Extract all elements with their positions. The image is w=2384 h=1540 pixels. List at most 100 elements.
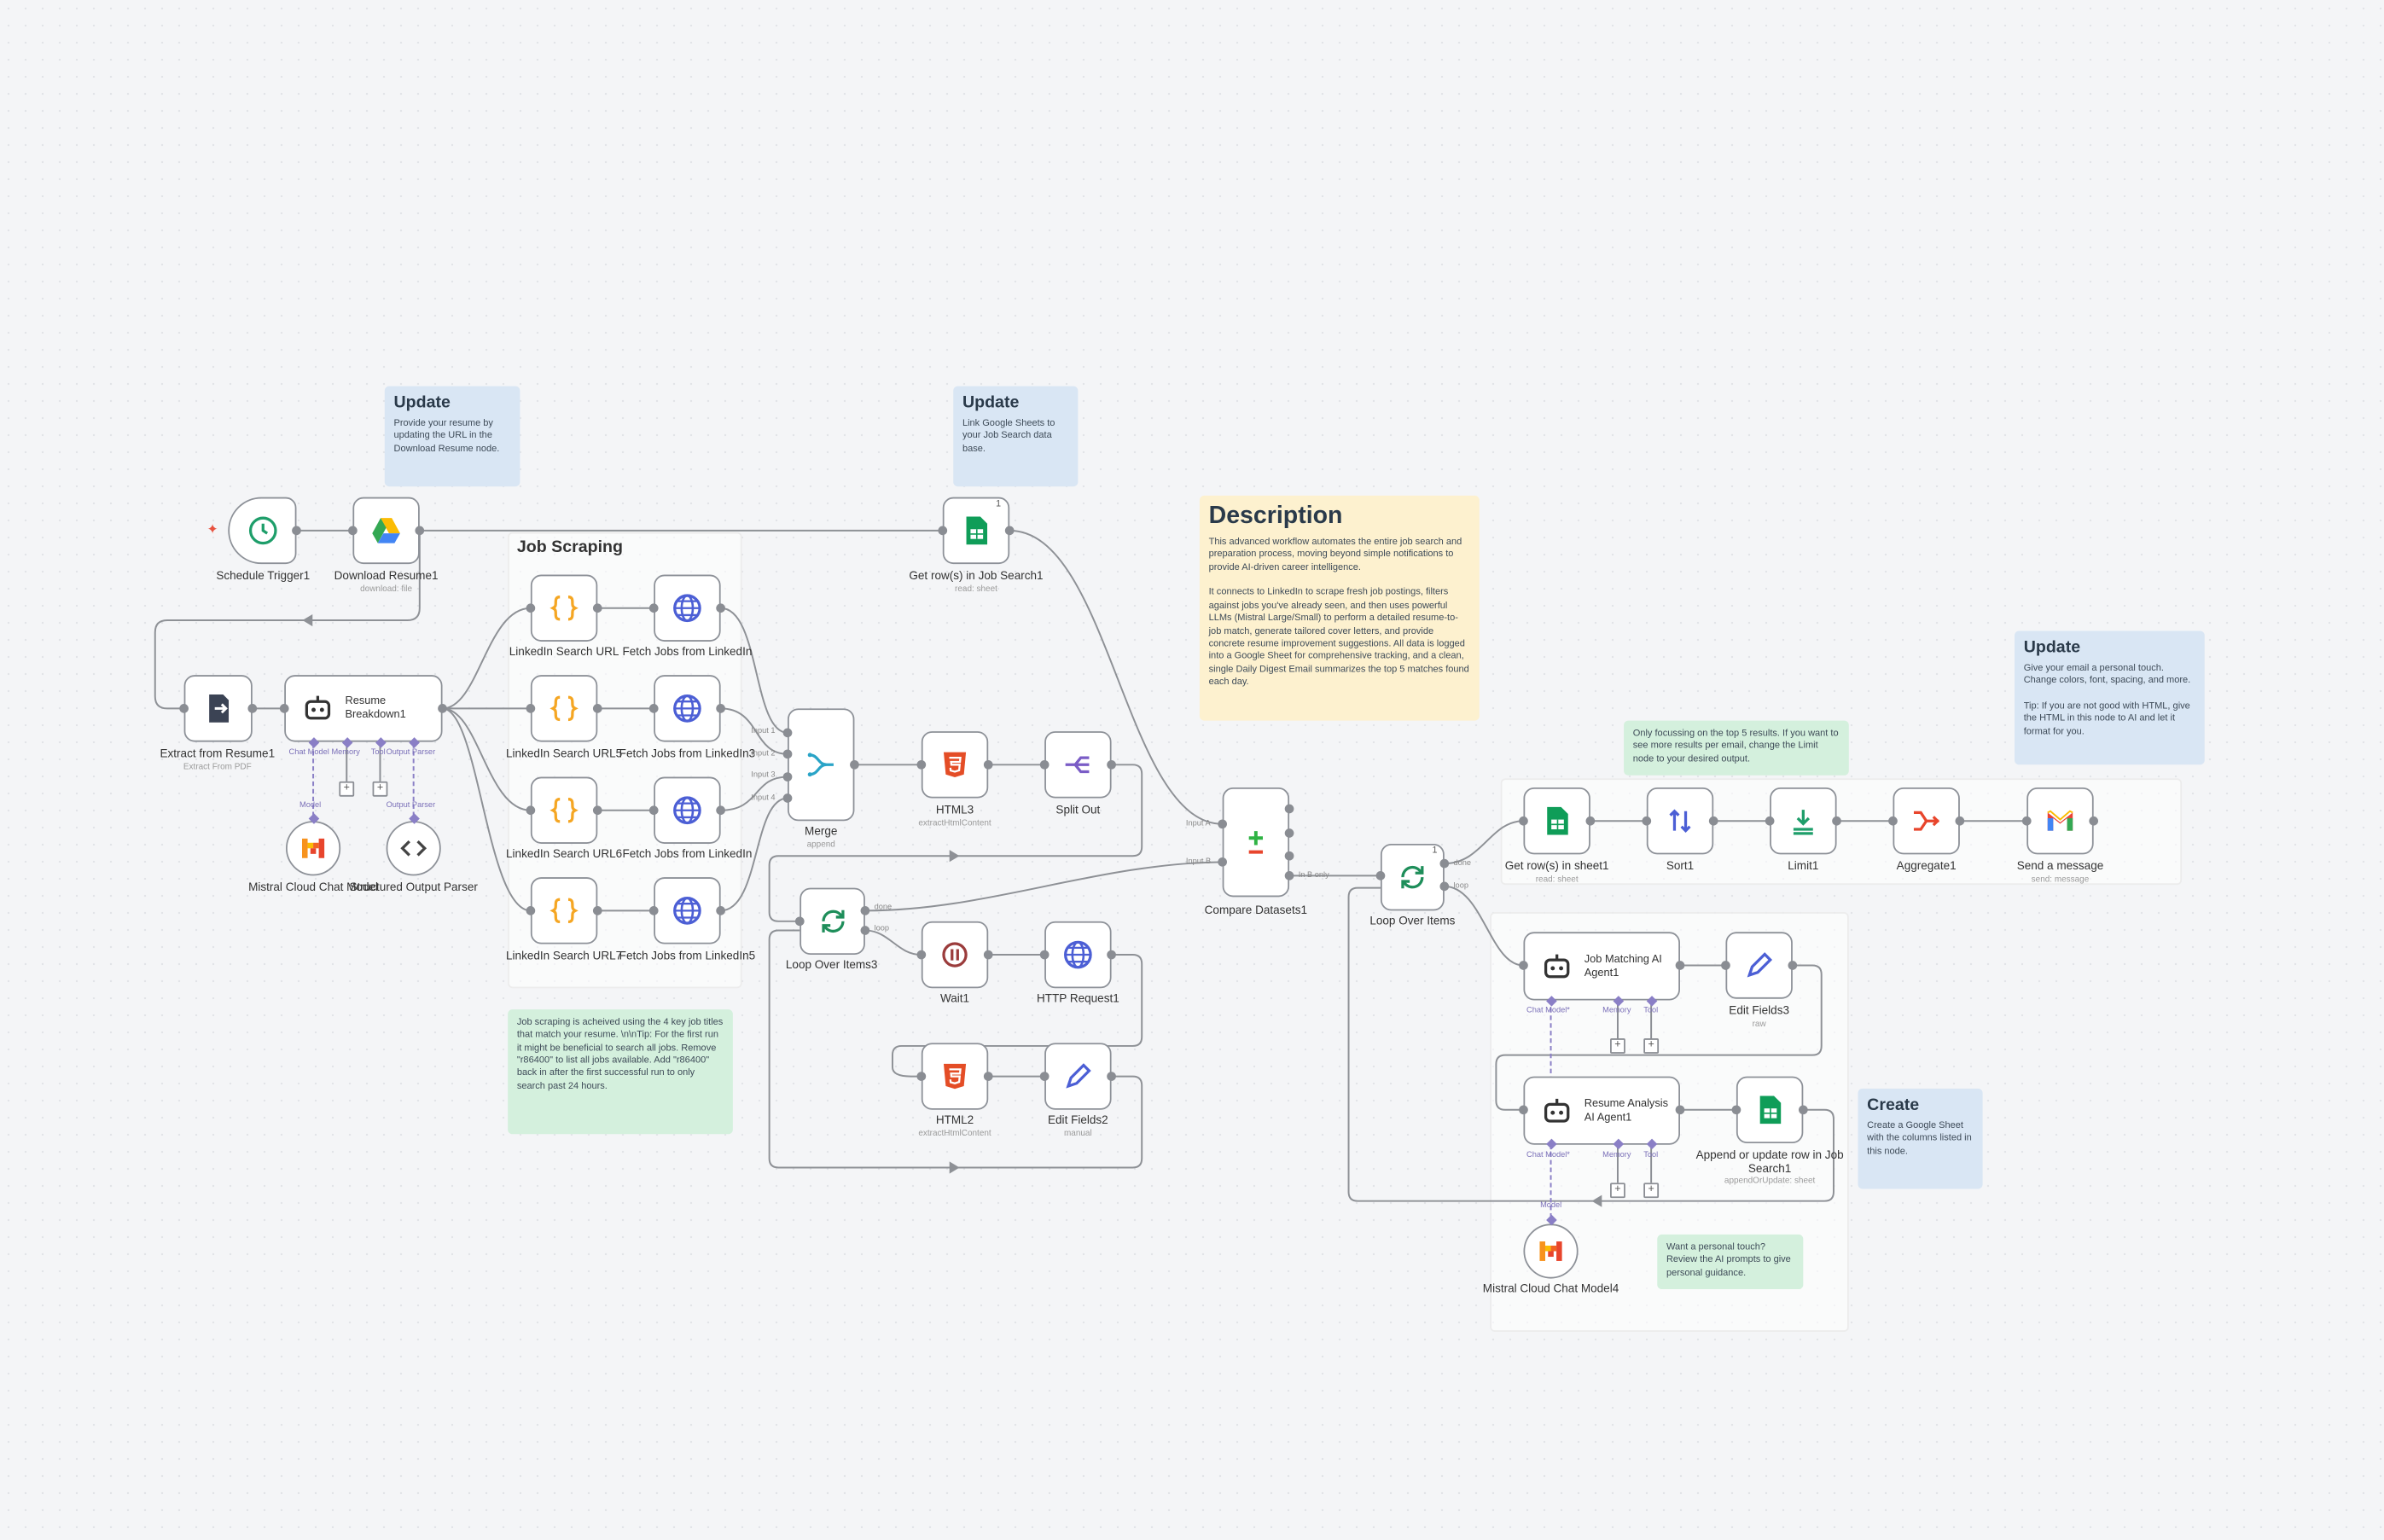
output-port[interactable] (592, 603, 602, 613)
output-port[interactable] (1585, 816, 1596, 826)
input-port[interactable] (526, 906, 536, 915)
node-compare-datasets[interactable] (1222, 787, 1290, 898)
node-fetch-jobs-linkedin[interactable] (654, 574, 721, 642)
output-port[interactable] (247, 704, 258, 713)
output-port[interactable] (1107, 950, 1116, 960)
add-tool-button[interactable]: + (372, 781, 388, 797)
input-port[interactable] (179, 704, 189, 713)
node-wait[interactable] (921, 921, 989, 989)
node-extract-resume[interactable] (183, 675, 253, 742)
node-linkedin-search-url5[interactable] (530, 675, 598, 742)
input-port[interactable] (1039, 759, 1050, 770)
input-port[interactable] (1375, 871, 1386, 880)
input-port[interactable] (916, 950, 927, 960)
node-split-out[interactable] (1044, 731, 1112, 799)
node-schedule-trigger[interactable] (228, 497, 297, 565)
input-port[interactable] (794, 916, 805, 927)
output-port[interactable] (983, 950, 993, 960)
node-get-rows-sheet[interactable] (1523, 787, 1590, 855)
output-port[interactable] (716, 704, 725, 713)
output-port[interactable] (592, 906, 602, 915)
output-port[interactable] (592, 704, 602, 713)
node-fetch-jobs-linkedin4[interactable] (654, 776, 721, 844)
input-port[interactable] (648, 704, 659, 713)
output-port[interactable] (415, 526, 425, 536)
node-fetch-jobs-linkedin5[interactable] (654, 877, 721, 944)
node-mistral-chat-model4[interactable] (1523, 1223, 1579, 1279)
node-loop-over-items3[interactable] (800, 887, 865, 956)
output-port[interactable] (1798, 1105, 1808, 1115)
node-limit[interactable] (1770, 787, 1837, 855)
input-port[interactable] (1218, 819, 1227, 829)
output-port[interactable] (716, 603, 725, 613)
output-port[interactable] (850, 759, 859, 770)
input-port[interactable] (1039, 950, 1050, 960)
node-mistral-chat-model[interactable] (285, 821, 341, 876)
output-port[interactable] (1439, 858, 1450, 869)
node-edit-fields2[interactable] (1044, 1043, 1112, 1110)
node-send-message[interactable] (2026, 787, 2094, 855)
output-port[interactable] (1439, 881, 1450, 892)
input-port[interactable] (1765, 816, 1775, 826)
input-port[interactable] (916, 1072, 927, 1081)
node-linkedin-search-url[interactable] (530, 574, 598, 642)
input-port[interactable] (782, 793, 793, 803)
output-port[interactable] (860, 926, 870, 935)
input-port[interactable] (1519, 1105, 1528, 1115)
node-aggregate[interactable] (1893, 787, 1960, 855)
node-resume-breakdown[interactable]: Resume Breakdown1 (284, 675, 443, 742)
input-port[interactable] (526, 704, 536, 713)
input-port[interactable] (782, 772, 793, 782)
node-sort[interactable] (1646, 787, 1714, 855)
add-memory-button[interactable]: + (339, 781, 355, 797)
input-port[interactable] (348, 526, 358, 536)
output-port[interactable] (1708, 816, 1718, 826)
output-port[interactable] (592, 805, 602, 816)
input-port[interactable] (1721, 961, 1730, 970)
output-port[interactable] (716, 805, 725, 816)
input-port[interactable] (782, 749, 793, 759)
node-get-rows-job-search[interactable] (942, 497, 1010, 565)
output-port[interactable] (292, 526, 301, 536)
node-job-matching-agent[interactable]: Job Matching AI Agent1 (1523, 932, 1680, 1001)
node-download-resume[interactable] (352, 497, 420, 565)
output-port[interactable] (1675, 961, 1685, 970)
output-port[interactable] (1284, 828, 1294, 838)
node-edit-fields3[interactable] (1725, 932, 1793, 999)
output-port[interactable] (1107, 1072, 1116, 1081)
input-port[interactable] (279, 704, 289, 713)
output-port[interactable] (983, 1072, 993, 1081)
input-port[interactable] (938, 526, 948, 536)
input-port[interactable] (1039, 1072, 1050, 1081)
input-port[interactable] (2021, 816, 2032, 826)
input-port[interactable] (648, 805, 659, 816)
input-port[interactable] (1519, 961, 1528, 970)
node-linkedin-search-url6[interactable] (530, 776, 598, 844)
input-port[interactable] (648, 603, 659, 613)
add-tool-button[interactable]: + (1643, 1183, 1660, 1199)
node-linkedin-search-url7[interactable] (530, 877, 598, 944)
output-port[interactable] (1832, 816, 1841, 826)
input-port[interactable] (782, 728, 793, 738)
input-port[interactable] (1731, 1105, 1741, 1115)
output-port[interactable] (1284, 871, 1294, 880)
output-port[interactable] (1675, 1105, 1685, 1115)
node-structured-output-parser[interactable] (386, 821, 441, 876)
node-append-update-row[interactable] (1736, 1076, 1804, 1143)
output-port[interactable] (438, 704, 447, 713)
input-port[interactable] (1642, 816, 1652, 826)
add-memory-button[interactable]: + (1610, 1183, 1625, 1199)
node-html3[interactable] (921, 731, 989, 799)
output-port[interactable] (2089, 816, 2099, 826)
input-port[interactable] (526, 603, 536, 613)
add-tool-button[interactable]: + (1643, 1038, 1660, 1054)
input-port[interactable] (1888, 816, 1898, 826)
input-port[interactable] (648, 906, 659, 915)
output-port[interactable] (1284, 804, 1294, 814)
output-port[interactable] (983, 759, 993, 770)
output-port[interactable] (1004, 526, 1015, 536)
node-fetch-jobs-linkedin3[interactable] (654, 675, 721, 742)
node-html2[interactable] (921, 1043, 989, 1110)
input-port[interactable] (916, 759, 927, 770)
